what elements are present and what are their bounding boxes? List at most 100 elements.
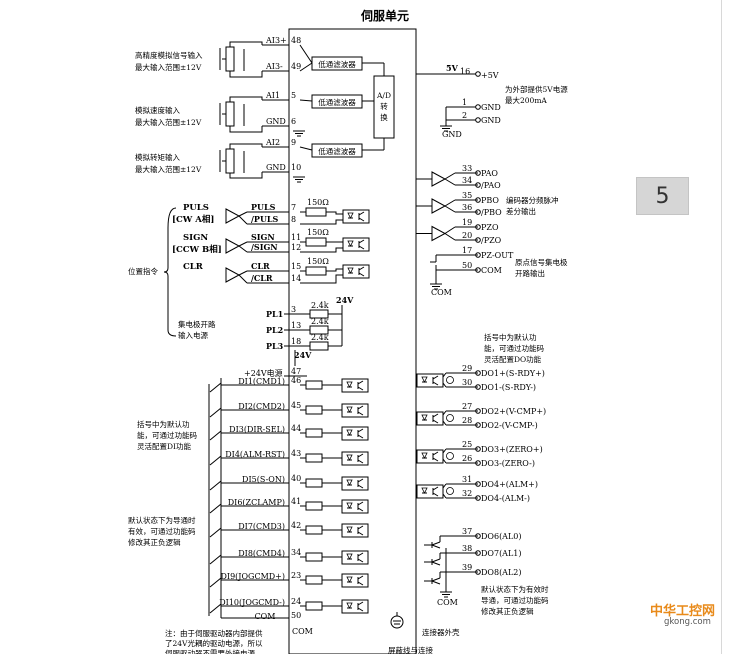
di-pin-number: 24 bbox=[291, 597, 301, 606]
pl-pin-name: PL1 bbox=[266, 309, 283, 319]
di-pin-name: DI1(CMD1) bbox=[238, 377, 285, 386]
v5-note-line: 最大200mA bbox=[505, 95, 547, 105]
pulse-wire bbox=[238, 270, 248, 276]
bottom-note-line: 伺服驱动器不需要外接电源 bbox=[165, 648, 255, 654]
encoder-pin-name: /PAO bbox=[481, 181, 501, 190]
bottom-note-line: 注：由于伺服驱动器内部提供 bbox=[165, 628, 263, 638]
do-pin-number: 28 bbox=[462, 416, 472, 425]
opto-transistor bbox=[357, 484, 364, 489]
pz-note-line: 开路输出 bbox=[515, 268, 545, 278]
opto-transistor bbox=[358, 217, 365, 222]
opto-transistor bbox=[358, 245, 365, 250]
buffer-amplifier bbox=[431, 171, 447, 187]
do-wire bbox=[442, 458, 447, 464]
optocoupler bbox=[341, 550, 369, 565]
resistor-150-label: 150Ω bbox=[307, 257, 329, 266]
optocoupler bbox=[416, 484, 444, 499]
opto-diode bbox=[346, 502, 353, 509]
v5-pin-number: 16 bbox=[460, 67, 470, 76]
do-pin-number: 29 bbox=[462, 364, 472, 373]
optocoupler bbox=[341, 599, 369, 614]
collector-note-line: 输入电源 bbox=[178, 330, 208, 340]
ad-converter-label: 转 bbox=[380, 101, 388, 111]
resistor-2k4-label: 2.4k bbox=[311, 301, 329, 310]
digital-outputs: 括号中为默认功能，可通过功能码灵活配置DO功能29DO1+(S-RDY+)30D… bbox=[416, 332, 546, 503]
di-resistor bbox=[305, 478, 323, 488]
position-command-label: 位置指令 bbox=[128, 266, 158, 276]
opto-transistor bbox=[357, 386, 364, 391]
opto-diode bbox=[421, 487, 428, 494]
opto-diode bbox=[346, 602, 353, 609]
pulse-pin-name: /CLR bbox=[251, 273, 273, 283]
watermark-brand: 中华工控网 bbox=[650, 604, 716, 619]
optocoupler bbox=[416, 411, 444, 426]
potentiometer bbox=[225, 46, 235, 72]
potentiometer bbox=[225, 148, 235, 174]
oc-com-label: COM bbox=[437, 598, 458, 607]
encoder-wire bbox=[444, 199, 456, 207]
pulse-signal-sub: [CCW B相] bbox=[172, 244, 222, 255]
opto-transistor bbox=[357, 405, 364, 410]
di-pin-name: DI5(S-ON) bbox=[242, 475, 285, 484]
encoder-pin-number: 36 bbox=[462, 203, 472, 212]
pulse-wire bbox=[238, 215, 248, 225]
di-pin-number: 42 bbox=[291, 521, 301, 530]
buffer-amplifier bbox=[225, 238, 241, 254]
pulse-pin-name: PULS bbox=[251, 202, 276, 212]
di-note-b-line: 修改其正负逻辑 bbox=[128, 537, 181, 547]
pulse-pin-number: 12 bbox=[291, 243, 301, 252]
optocoupler bbox=[342, 209, 370, 224]
di-pin-name: DI2(CMD2) bbox=[238, 402, 285, 411]
oc-pin-name: DO6(AL0) bbox=[481, 532, 521, 541]
diode-symbol bbox=[446, 487, 454, 495]
plus24-number: 47 bbox=[291, 367, 301, 376]
pl-pin-number: 13 bbox=[291, 321, 301, 330]
v5-label: 5V bbox=[446, 63, 459, 73]
diode-symbol bbox=[446, 452, 454, 460]
do-note-line: 能，可通过功能码 bbox=[484, 343, 544, 353]
di-pin-number: 41 bbox=[291, 497, 301, 506]
pulse-pin-number: 14 bbox=[291, 274, 301, 283]
optocoupler bbox=[416, 449, 444, 464]
pz-pin-name: PZ-OUT bbox=[481, 251, 514, 260]
do-note-line: 括号中为默认功 bbox=[484, 332, 537, 342]
di-pin-number: 23 bbox=[291, 571, 301, 580]
di-resistor bbox=[305, 380, 323, 390]
do-wire bbox=[442, 382, 447, 388]
pulse-pin-number: 11 bbox=[291, 233, 301, 242]
pin-terminal bbox=[475, 71, 481, 77]
opto-transistor bbox=[357, 478, 364, 483]
opto-transistor bbox=[358, 266, 365, 271]
di-switch bbox=[209, 603, 222, 614]
buffer-amplifier bbox=[225, 208, 241, 224]
gnd-pin-number: 2 bbox=[462, 111, 467, 120]
pulse-pin-name: CLR bbox=[251, 261, 270, 271]
internal-24v-label: 24V bbox=[294, 350, 312, 360]
do-pin-number: 30 bbox=[462, 378, 472, 387]
pulse-wire bbox=[326, 268, 343, 272]
analog-wire bbox=[229, 96, 263, 102]
diagram-title: 伺服单元 bbox=[360, 8, 409, 23]
analog-pin-number: 49 bbox=[291, 62, 301, 71]
opto-transistor bbox=[357, 501, 364, 506]
oc-note-line: 导通，可通过功能码 bbox=[481, 595, 549, 605]
do-pin-number: 25 bbox=[462, 440, 472, 449]
analog-pin-number: 5 bbox=[291, 91, 296, 100]
opto-transistor bbox=[357, 459, 364, 464]
shield-label: 连接器外壳 bbox=[422, 627, 460, 637]
opto-transistor bbox=[432, 486, 439, 491]
di-resistor bbox=[305, 453, 323, 463]
encoder-pin-number: 19 bbox=[462, 218, 472, 227]
buffer-amplifier bbox=[431, 198, 447, 214]
pz-pin-number: 50 bbox=[462, 261, 472, 270]
encoder-wire bbox=[444, 172, 456, 180]
buffer-amplifier bbox=[225, 267, 241, 283]
di-resistor bbox=[305, 575, 323, 585]
do-wire bbox=[442, 420, 447, 426]
analog-pin-name: AI2 bbox=[265, 138, 280, 147]
opto-transistor bbox=[357, 581, 364, 586]
analog-wire bbox=[229, 143, 263, 149]
diode-symbol bbox=[446, 414, 454, 422]
pulse-pin-number: 15 bbox=[291, 262, 301, 271]
